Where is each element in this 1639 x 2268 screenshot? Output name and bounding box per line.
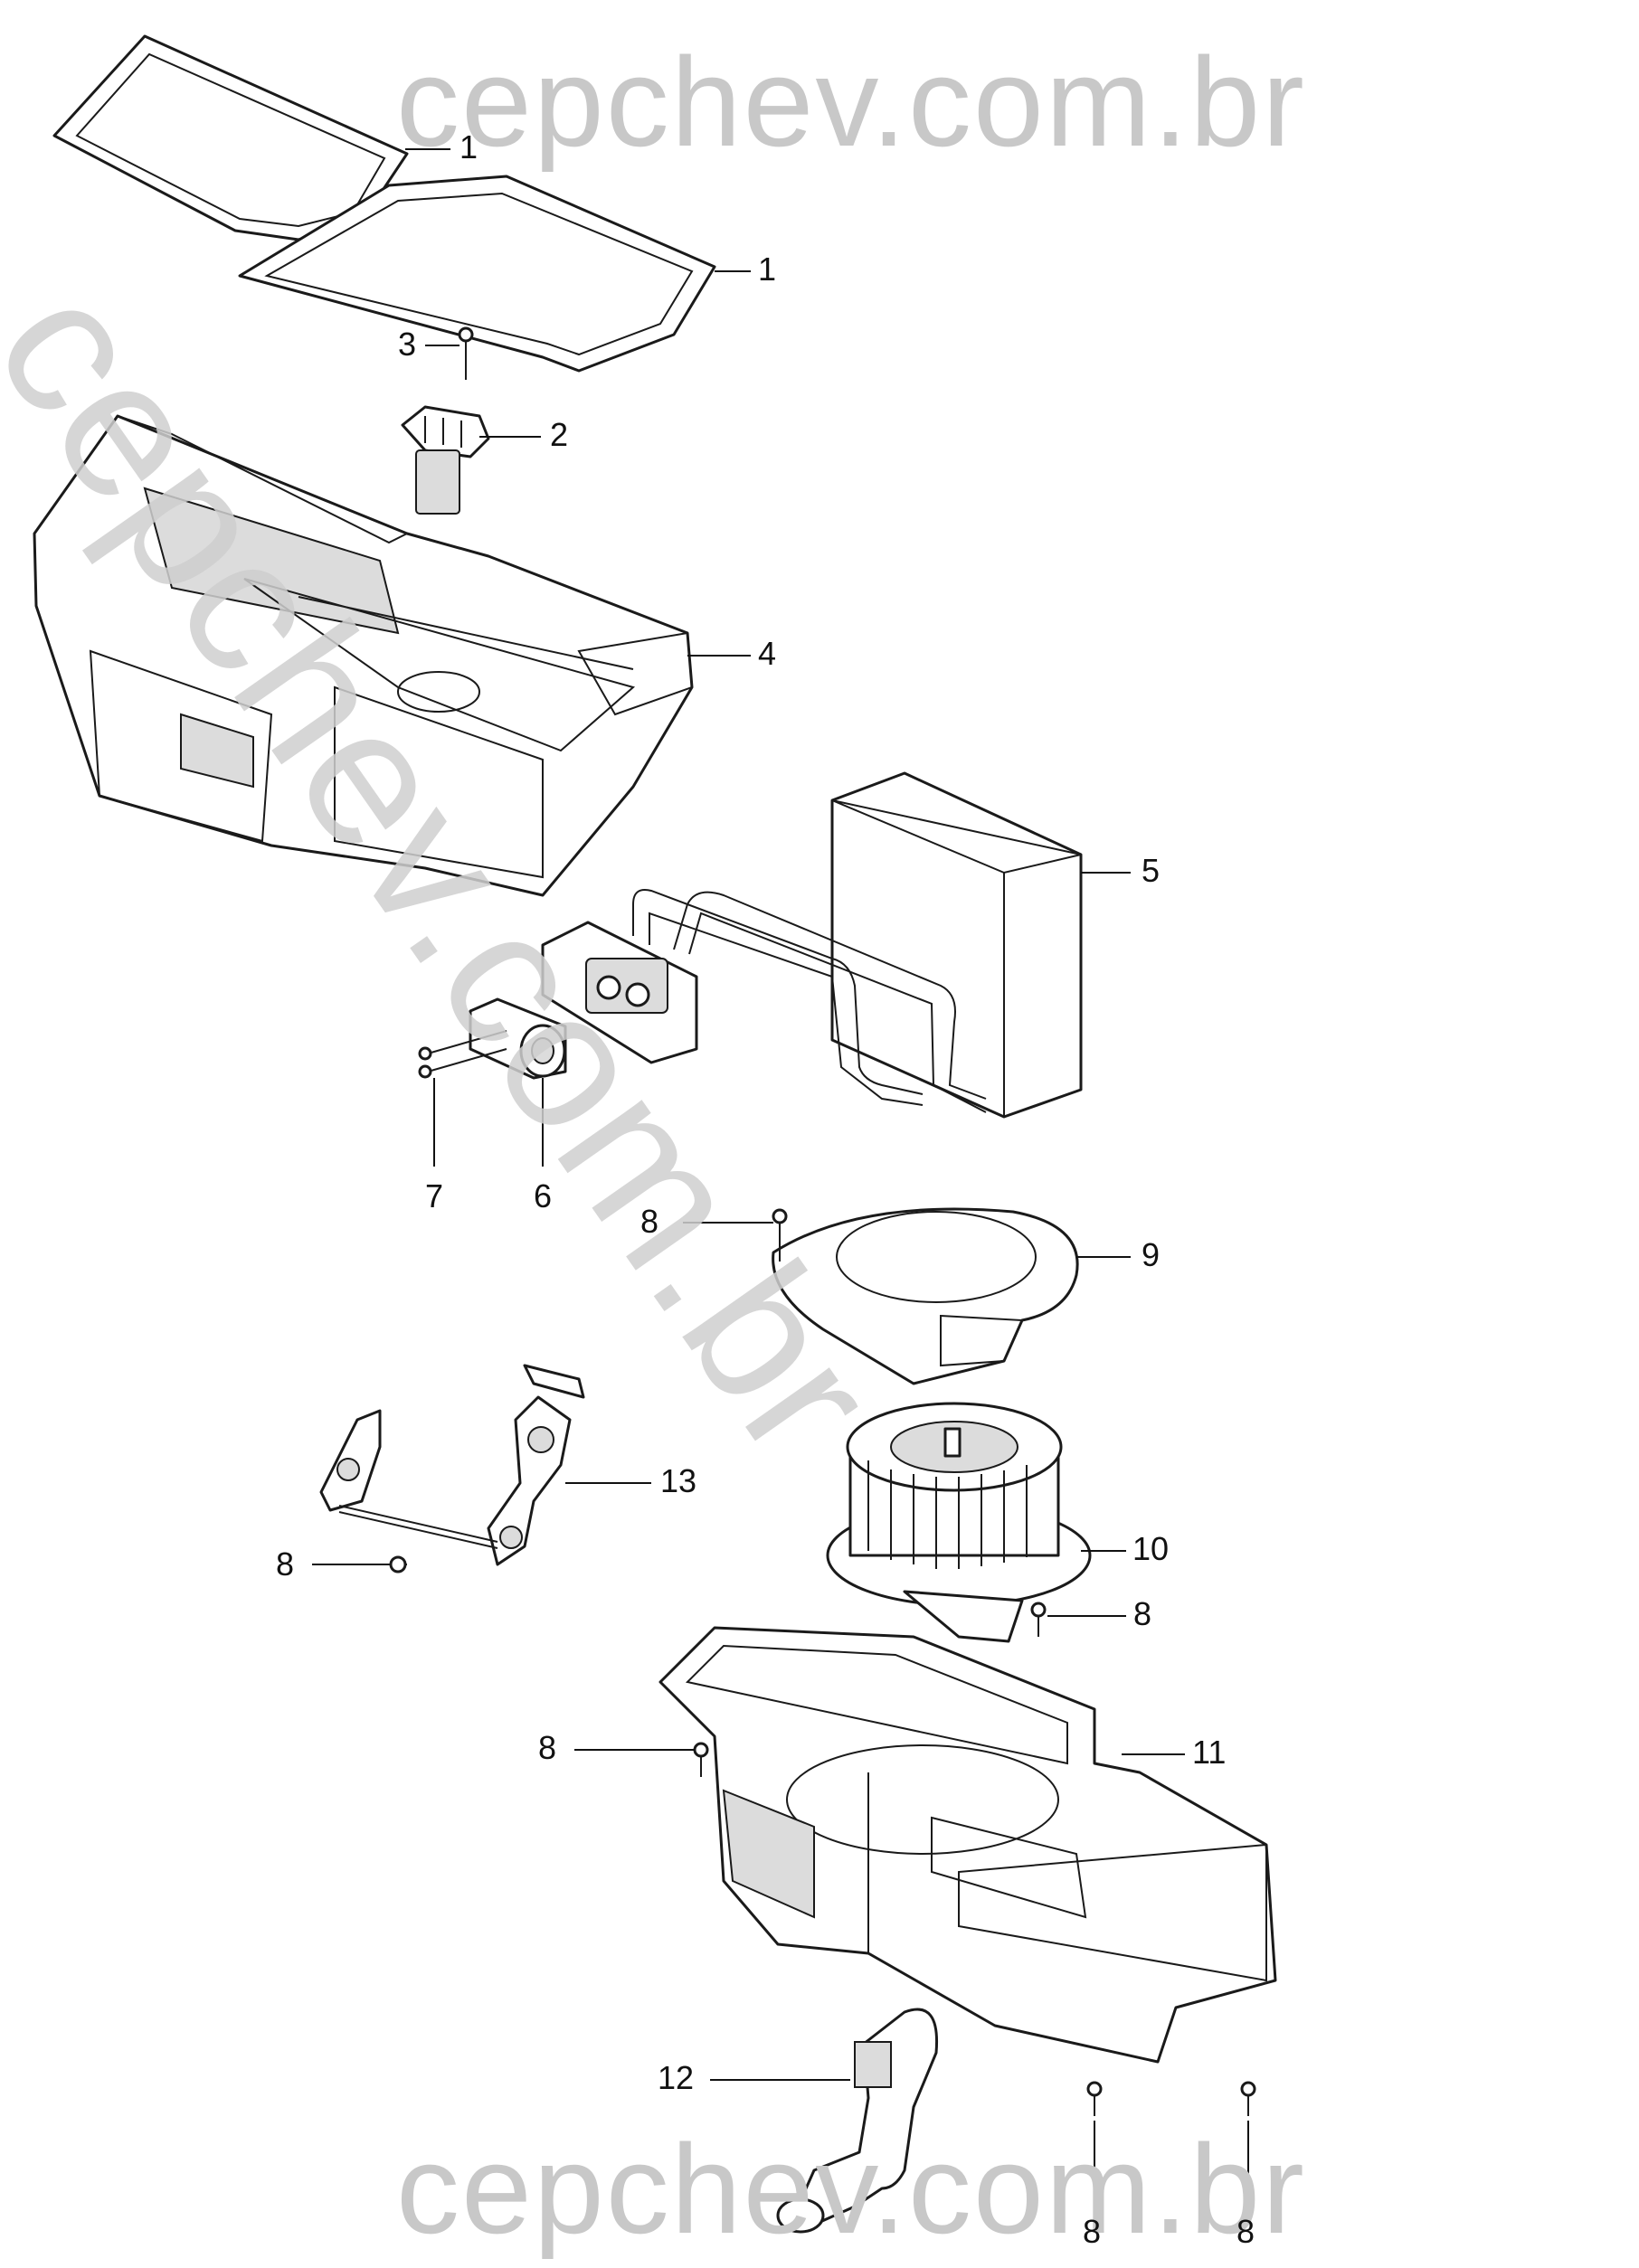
callout-6: 6 bbox=[534, 1177, 553, 1214]
callout-11: 11 bbox=[1192, 1734, 1227, 1771]
blower-resistor-part-2 bbox=[401, 405, 490, 515]
linkage-part-13 bbox=[319, 1364, 585, 1566]
callout-13: 13 bbox=[660, 1462, 697, 1499]
callout-3: 3 bbox=[398, 326, 417, 363]
callout-8c: 8 bbox=[1133, 1595, 1152, 1632]
callout-8b: 8 bbox=[276, 1545, 295, 1583]
gasket-lower bbox=[238, 175, 716, 373]
screw-part-3 bbox=[458, 326, 474, 380]
callout-8d: 8 bbox=[538, 1729, 557, 1766]
screw-8c bbox=[1030, 1602, 1047, 1637]
callout-4: 4 bbox=[758, 635, 777, 672]
watermark-top: cepchev.com.br bbox=[396, 31, 1306, 173]
duct-part-12 bbox=[776, 2008, 939, 2234]
screw-8d bbox=[693, 1742, 709, 1777]
blower-cover-part-9 bbox=[772, 1207, 1079, 1385]
callout-1a: 1 bbox=[459, 128, 478, 165]
callout-9: 9 bbox=[1142, 1236, 1161, 1273]
callout-2: 2 bbox=[550, 416, 569, 453]
blower-motor-part-10 bbox=[826, 1402, 1092, 1643]
screw-8f bbox=[1240, 2081, 1256, 2116]
watermark-bottom: cepchev.com.br bbox=[396, 2118, 1306, 2260]
callout-8a: 8 bbox=[640, 1203, 659, 1240]
screw-8a bbox=[772, 1208, 788, 1262]
blower-housing-part-11 bbox=[658, 1626, 1277, 2064]
callout-7: 7 bbox=[425, 1177, 444, 1214]
evaporator-core-part-5 bbox=[541, 771, 1083, 1119]
screw-8e bbox=[1086, 2081, 1103, 2116]
expansion-valve-part-6 bbox=[469, 997, 567, 1167]
bolts-part-7 bbox=[418, 1030, 507, 1167]
screw-8b bbox=[389, 1555, 407, 1573]
callout-8e: 8 bbox=[1083, 2213, 1102, 2250]
callout-1b: 1 bbox=[758, 250, 777, 288]
callout-8f: 8 bbox=[1236, 2213, 1255, 2250]
heater-housing-part-4 bbox=[33, 414, 694, 897]
callout-10: 10 bbox=[1132, 1530, 1170, 1567]
callout-5: 5 bbox=[1142, 852, 1161, 889]
callout-12: 12 bbox=[658, 2059, 695, 2096]
